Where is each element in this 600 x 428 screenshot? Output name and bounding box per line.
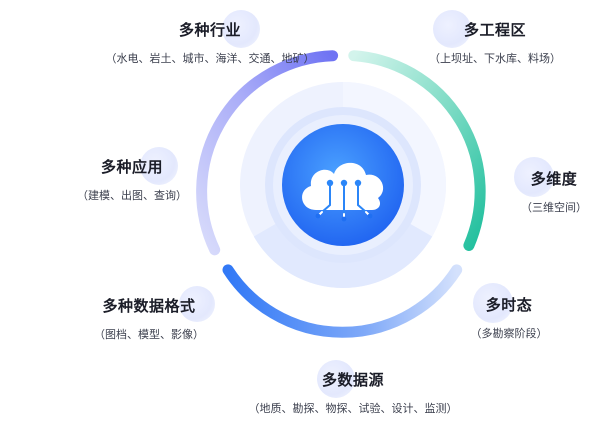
item-subtitle: （图档、模型、影像） xyxy=(94,328,204,341)
arc-teal xyxy=(348,50,486,251)
item-subtitle: （多勘察阶段） xyxy=(470,327,548,340)
item-title: 多维度 xyxy=(530,170,578,188)
item-applications: 多种应用 （建模、出图、查询） xyxy=(12,147,252,203)
item-sources: 多数据源 （地质、勘探、物探、试验、设计、监测） xyxy=(233,360,473,416)
item-title: 多种行业 xyxy=(178,21,241,39)
item-title: 多种数据格式 xyxy=(102,297,196,315)
item-temporal: 多时态 （多勘察阶段） xyxy=(389,283,600,341)
item-title: 多种应用 xyxy=(100,158,163,176)
item-subtitle: （水电、岩土、城市、海洋、交通、地矿） xyxy=(105,52,315,65)
item-subtitle: （地质、勘探、物探、试验、设计、监测） xyxy=(248,402,458,415)
item-title: 多时态 xyxy=(485,296,533,314)
item-title: 多工程区 xyxy=(463,21,526,39)
arc-blue xyxy=(222,264,463,338)
item-subtitle: （建模、出图、查询） xyxy=(77,189,187,202)
arc-purple xyxy=(196,50,339,256)
cloud-data-icon xyxy=(302,162,384,222)
item-industries: 多种行业 （水电、岩土、城市、海洋、交通、地矿） xyxy=(90,10,330,66)
item-subtitle: （上坝址、下水库、料场） xyxy=(429,52,561,65)
item-dimensions: 多维度 （三维空间） xyxy=(434,157,600,215)
item-title: 多数据源 xyxy=(321,371,384,389)
item-engineering: 多工程区 （上坝址、下水库、料场） xyxy=(375,10,600,66)
item-formats: 多种数据格式 （图档、模型、影像） xyxy=(29,286,269,342)
item-subtitle: （三维空间） xyxy=(521,201,587,214)
